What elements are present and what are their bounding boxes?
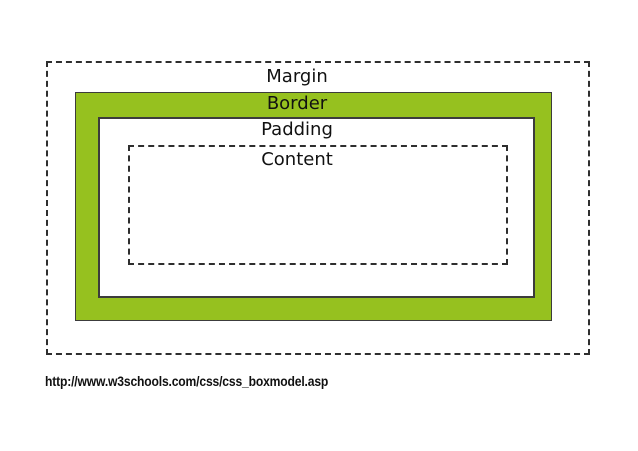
margin-label: Margin [266, 66, 328, 87]
content-box [128, 145, 508, 265]
border-label: Border [266, 93, 328, 114]
padding-label: Padding [261, 119, 333, 140]
content-label: Content [261, 149, 333, 170]
source-url-text: http://www.w3schools.com/css/css_boxmode… [45, 374, 329, 389]
